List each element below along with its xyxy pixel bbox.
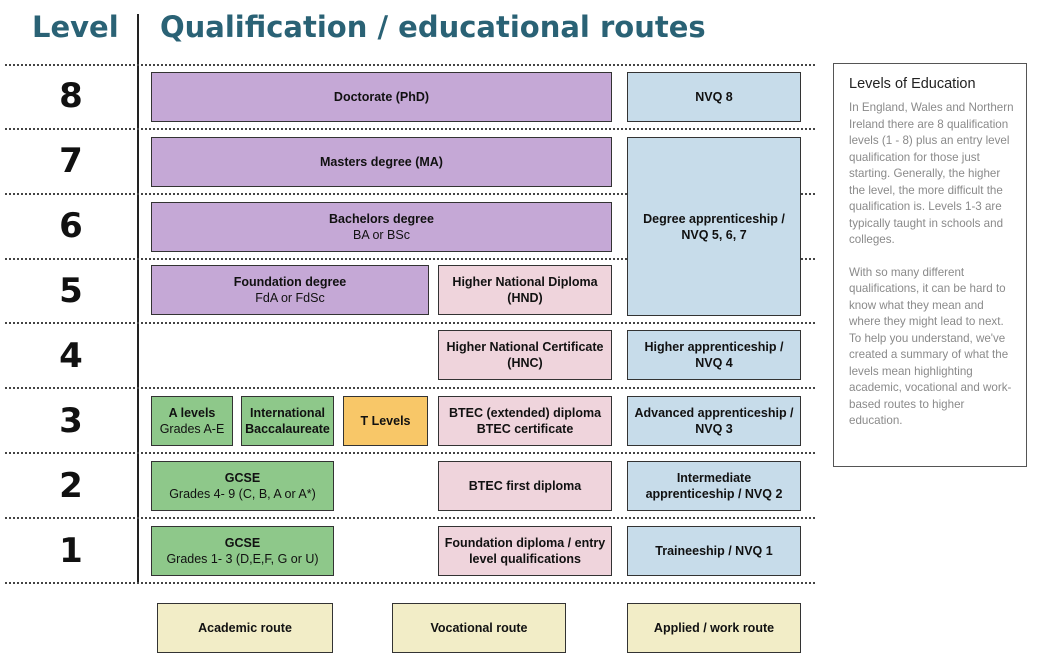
level-7-label: 7 (59, 141, 83, 181)
foundation-diploma-title: Foundation diploma / entry level qualifi… (444, 536, 606, 566)
info-title: Levels of Education (849, 76, 976, 92)
vocational-route-label: Vocational route (430, 621, 528, 635)
academic-route-label: Academic route (198, 621, 292, 635)
foundation-diploma-box: Foundation diploma / entry level qualifi… (438, 526, 612, 576)
btec-first-title: BTEC first diploma (468, 479, 582, 493)
foundation-degree-title: Foundation degree (233, 275, 347, 289)
bachelors-title: Bachelors degree (329, 212, 434, 226)
intermediate-apprenticeship-title: Intermediate apprenticeship / NVQ 2 (645, 471, 783, 501)
ib-box: International Baccalaureate (241, 396, 334, 446)
row-divider (5, 387, 815, 389)
t-levels-title: T Levels (360, 414, 411, 428)
bachelors-subtitle: BA or BSc (353, 228, 410, 242)
doctorate-box: Doctorate (PhD) (151, 72, 612, 122)
row-divider (5, 582, 815, 584)
bachelors-box: Bachelors degree BA or BSc (151, 202, 612, 252)
row-divider (5, 258, 815, 260)
info-paragraph-2: With so many different qualifications, i… (849, 265, 1012, 428)
level-1-label: 1 (59, 531, 83, 571)
gcse-level2-subtitle: Grades 4- 9 (C, B, A or A*) (169, 487, 316, 501)
intermediate-apprenticeship-box: Intermediate apprenticeship / NVQ 2 (627, 461, 801, 511)
gcse-level2-box: GCSE Grades 4- 9 (C, B, A or A*) (151, 461, 334, 511)
btec-extended-box: BTEC (extended) diploma BTEC certificate (438, 396, 612, 446)
ib-title: International Baccalaureate (245, 406, 330, 436)
doctorate-title: Doctorate (PhD) (333, 90, 430, 104)
vocational-route-box: Vocational route (392, 603, 566, 653)
applied-route-label: Applied / work route (653, 621, 775, 635)
row-divider (5, 193, 815, 195)
foundation-degree-subtitle: FdA or FdSc (255, 291, 325, 305)
gcse-level1-subtitle: Grades 1- 3 (D,E,F, G or U) (166, 552, 319, 566)
btec-first-box: BTEC first diploma (438, 461, 612, 511)
row-divider (5, 322, 815, 324)
academic-route-box: Academic route (157, 603, 333, 653)
hnd-box: Higher National Diploma (HND) (438, 265, 612, 315)
gcse-level1-title: GCSE (224, 536, 261, 550)
t-levels-box: T Levels (343, 396, 428, 446)
hnd-title: Higher National Diploma (HND) (452, 275, 598, 305)
level-4-label: 4 (59, 336, 83, 376)
advanced-apprenticeship-title: Advanced apprenticeship / NVQ 3 (634, 406, 794, 436)
hnc-box: Higher National Certificate (HNC) (438, 330, 612, 380)
degree-apprenticeship-box: Degree apprenticeship / NVQ 5, 6, 7 (627, 137, 801, 316)
level-8-label: 8 (59, 76, 83, 116)
level-2-label: 2 (59, 466, 83, 506)
row-divider (5, 128, 815, 130)
traineeship-box: Traineeship / NVQ 1 (627, 526, 801, 576)
level-5-label: 5 (59, 271, 83, 311)
a-levels-subtitle: Grades A-E (159, 422, 225, 436)
row-divider (5, 517, 815, 519)
nvq8-box: NVQ 8 (627, 72, 801, 122)
hnc-title: Higher National Certificate (HNC) (446, 340, 604, 370)
advanced-apprenticeship-box: Advanced apprenticeship / NVQ 3 (627, 396, 801, 446)
levels-info-panel: Levels of Education In England, Wales an… (833, 63, 1027, 467)
masters-box: Masters degree (MA) (151, 137, 612, 187)
vertical-divider (137, 14, 139, 584)
page-title: Qualification / educational routes (160, 10, 706, 44)
applied-route-box: Applied / work route (627, 603, 801, 653)
gcse-level2-title: GCSE (224, 471, 261, 485)
gcse-level1-box: GCSE Grades 1- 3 (D,E,F, G or U) (151, 526, 334, 576)
foundation-degree-box: Foundation degree FdA or FdSc (151, 265, 429, 315)
degree-apprenticeship-title: Degree apprenticeship / NVQ 5, 6, 7 (643, 211, 785, 242)
btec-extended-title: BTEC (extended) diploma BTEC certificate (448, 406, 602, 436)
row-divider (5, 64, 815, 66)
level-heading: Level (32, 10, 119, 44)
higher-apprenticeship-title: Higher apprenticeship / NVQ 4 (644, 340, 784, 370)
level-3-label: 3 (59, 401, 83, 441)
info-paragraph-1: In England, Wales and Northern Ireland t… (849, 101, 1014, 246)
masters-title: Masters degree (MA) (320, 155, 443, 169)
traineeship-title: Traineeship / NVQ 1 (655, 544, 773, 558)
level-6-label: 6 (59, 206, 83, 246)
nvq8-title: NVQ 8 (695, 90, 733, 104)
a-levels-title: A levels (168, 406, 216, 420)
a-levels-box: A levels Grades A-E (151, 396, 233, 446)
higher-apprenticeship-box: Higher apprenticeship / NVQ 4 (627, 330, 801, 380)
row-divider (5, 452, 815, 454)
